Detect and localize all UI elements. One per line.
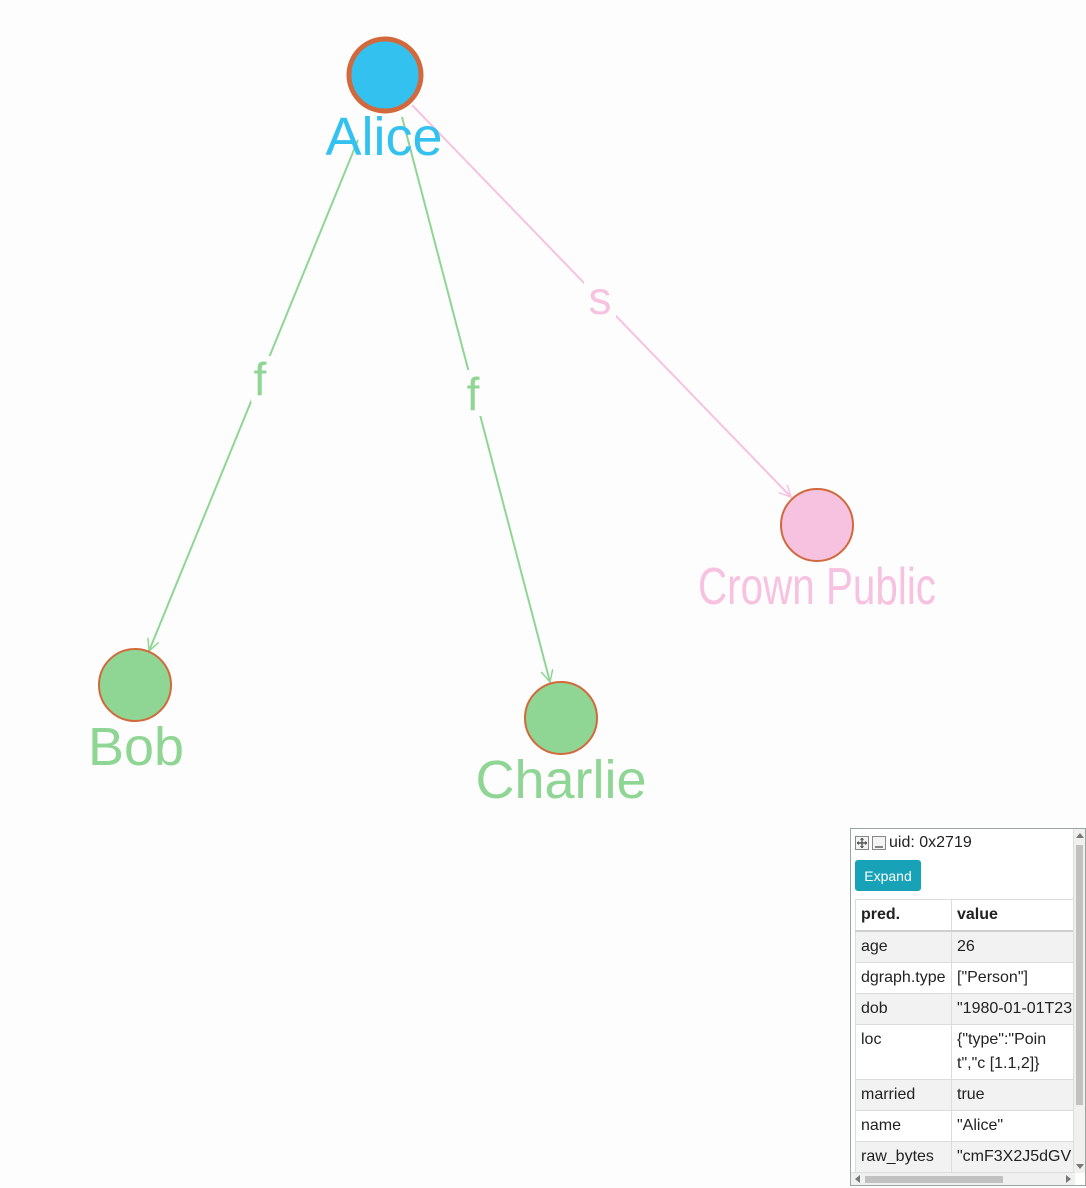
node-properties-panel[interactable]: uid: 0x2719 Expand pred. value age 26 dg… [850, 828, 1086, 1186]
edge-alice-crown-public[interactable]: s [411, 104, 791, 497]
edge-alice-charlie[interactable]: f [401, 116, 550, 682]
table-row: raw_bytes "cmF3X2J5dGV [855, 1141, 1076, 1173]
value-cell: "Alice" [951, 1110, 1076, 1142]
node-label-alice: Alice [325, 107, 442, 167]
table-row: married true [855, 1079, 1076, 1111]
edge-label-s: s [589, 272, 612, 324]
table-row: age 26 [855, 930, 1076, 963]
table-row: dgraph.type ["Person"] [855, 962, 1076, 994]
vertical-scroll-thumb[interactable] [1076, 845, 1083, 1105]
value-cell: true [951, 1079, 1076, 1111]
scroll-right-icon[interactable] [1066, 1175, 1071, 1183]
node-charlie[interactable]: Charlie [475, 681, 647, 810]
pred-cell: dgraph.type [855, 962, 952, 994]
pred-cell: name [855, 1110, 952, 1142]
table-row: loc {"type":"Point","c [1.1,2]} [855, 1024, 1076, 1080]
value-cell: ["Person"] [951, 962, 1076, 994]
column-header-pred: pred. [855, 899, 952, 932]
table-header-row: pred. value [855, 899, 1076, 932]
edge-alice-bob[interactable]: f [149, 139, 359, 651]
table-row: name "Alice" [855, 1110, 1076, 1142]
panel-header: uid: 0x2719 [855, 833, 972, 853]
pred-cell: loc [855, 1024, 952, 1080]
scroll-up-icon[interactable] [1076, 833, 1084, 838]
pred-cell: raw_bytes [855, 1141, 952, 1173]
horizontal-scrollbar[interactable] [851, 1172, 1075, 1185]
node-crown-public[interactable]: Crown Public [698, 488, 936, 616]
uid-label: uid: 0x2719 [889, 834, 972, 851]
collapse-icon[interactable] [872, 836, 886, 850]
node-alice[interactable]: Alice [325, 36, 443, 167]
edge-label-f: f [254, 353, 267, 405]
node-label-charlie: Charlie [475, 750, 646, 810]
expand-all-icon[interactable] [855, 836, 869, 850]
expand-button[interactable]: Expand [855, 860, 921, 891]
vertical-scrollbar[interactable] [1073, 829, 1085, 1173]
horizontal-scroll-thumb[interactable] [865, 1176, 1003, 1183]
pred-cell: age [855, 930, 952, 963]
value-cell: "cmF3X2J5dGV [951, 1141, 1076, 1173]
pred-cell: married [855, 1079, 952, 1111]
edge-label-f: f [467, 368, 480, 420]
scroll-down-icon[interactable] [1076, 1164, 1084, 1169]
pred-cell: dob [855, 993, 952, 1025]
column-header-value: value [951, 899, 1076, 932]
properties-table: pred. value age 26 dgraph.type ["Person"… [855, 899, 1076, 1173]
table-row: dob "1980-01-01T23: [855, 993, 1076, 1025]
value-cell: {"type":"Point","c [1.1,2]} [951, 1024, 1076, 1080]
value-cell: "1980-01-01T23: [951, 993, 1076, 1025]
node-label-bob: Bob [88, 717, 184, 777]
node-bob[interactable]: Bob [88, 648, 184, 777]
value-cell: 26 [951, 930, 1076, 963]
node-label-crown-public: Crown Public [698, 558, 936, 616]
scroll-left-icon[interactable] [855, 1175, 860, 1183]
